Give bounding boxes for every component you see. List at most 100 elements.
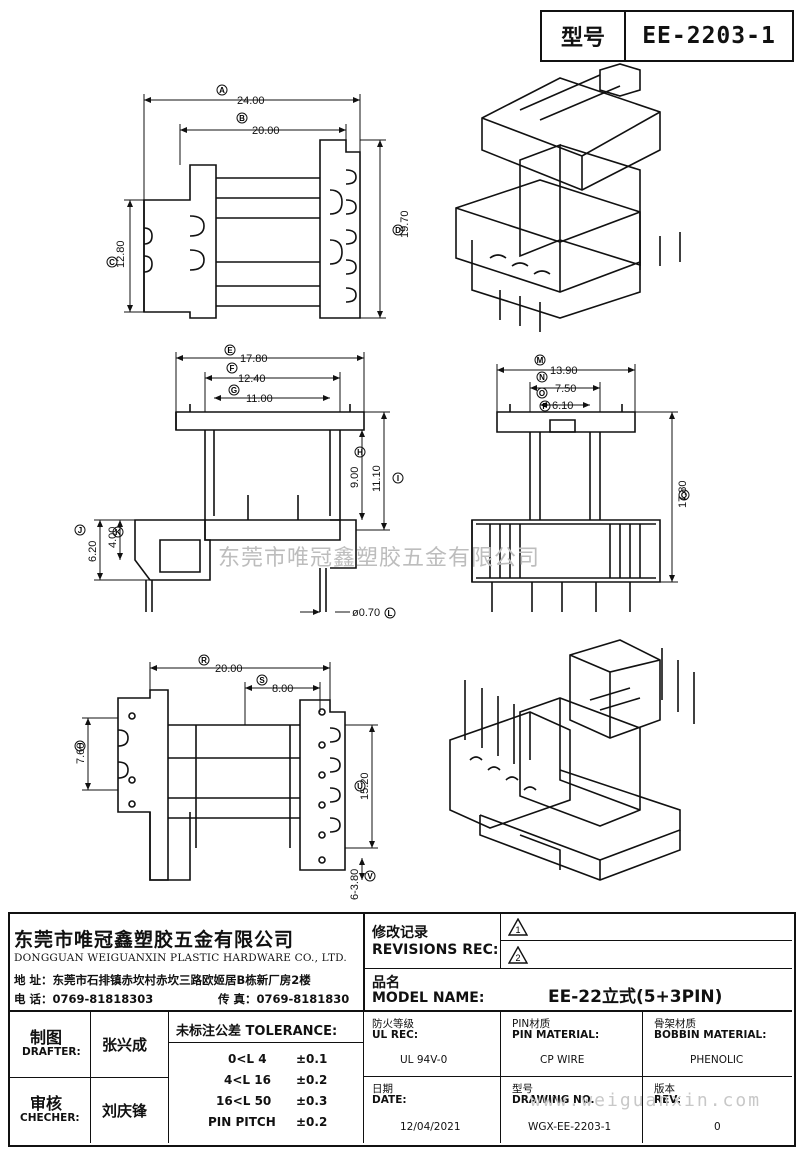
checker-label-cn: 审核 — [30, 1094, 63, 1113]
model-number-box: 型号 EE-2203-1 — [540, 10, 794, 62]
divider — [8, 1077, 168, 1078]
label-m: M — [534, 354, 546, 366]
rev-label-cn: 版本 — [654, 1083, 675, 1095]
bobbin-value: PHENOLIC — [690, 1054, 744, 1066]
dim-20-00-bottom: 20.00 — [215, 663, 243, 675]
label-b: B — [236, 112, 248, 124]
checker-label-en: CHECHER: — [20, 1112, 80, 1124]
label-r: R — [198, 654, 210, 666]
svg-text:G: G — [231, 386, 237, 395]
label-n: N — [536, 371, 548, 383]
company-fax: 传 真：0769-8181830 — [218, 992, 350, 1006]
ul-value: UL 94V-0 — [400, 1054, 448, 1066]
side-view — [471, 364, 678, 612]
label-u: U — [354, 780, 366, 792]
divider — [168, 1042, 363, 1043]
tolerance-range-2: 16<L 50 — [216, 1094, 272, 1108]
company-name-en: DONGGUAN WEIGUANXIN PLASTIC HARDWARE CO.… — [14, 952, 347, 964]
model-name-value: EE-22立式(5+3PIN) — [548, 987, 723, 1007]
label-i: I — [392, 472, 404, 484]
ul-label-cn: 防火等级 — [372, 1018, 414, 1030]
svg-text:A: A — [219, 86, 225, 95]
divider — [500, 1012, 501, 1143]
rev-value: 0 — [714, 1121, 721, 1133]
dim-12-80: 12.80 — [115, 240, 127, 268]
label-q: Q — [678, 489, 690, 501]
dim-pin-dia: ø0.70 — [352, 607, 380, 619]
svg-text:E: E — [227, 346, 233, 355]
revisions-label-cn: 修改记录 — [372, 925, 428, 941]
label-g: G — [228, 384, 240, 396]
svg-text:T: T — [78, 742, 83, 751]
svg-text:D: D — [395, 226, 401, 235]
drawing-label-cn: 型号 — [512, 1083, 533, 1095]
watermark-url: www.weiguanxin.com — [530, 1090, 762, 1111]
company-name-cn: 东莞市唯冠鑫塑胶五金有限公司 — [14, 929, 295, 951]
drawing-value: WGX-EE-2203-1 — [528, 1121, 612, 1133]
revision-1-icon: 1 — [508, 918, 528, 936]
svg-text:V: V — [367, 872, 373, 881]
drawing-label-en: DRAWING NO. — [512, 1094, 595, 1106]
svg-text:2: 2 — [515, 953, 520, 963]
divider — [363, 968, 792, 969]
divider — [363, 1012, 364, 1143]
label-p: P — [539, 400, 551, 412]
tolerance-value-3: ±0.2 — [296, 1115, 328, 1129]
top-view — [124, 94, 386, 319]
divider — [500, 940, 792, 941]
dim-9-00: 9.00 — [349, 467, 361, 488]
date-label-cn: 日期 — [372, 1083, 393, 1095]
tolerance-value-1: ±0.2 — [296, 1073, 328, 1087]
bobbin-label-cn: 骨架材质 — [654, 1018, 696, 1030]
svg-text:S: S — [259, 676, 265, 685]
dim-6-10: 6.10 — [552, 400, 573, 412]
dim-label-markers: A B C D E F G H I J K L M N O P Q R S T … — [74, 84, 690, 882]
front-view — [94, 352, 390, 615]
label-l: L — [384, 607, 396, 619]
ul-label-en: UL REC: — [372, 1029, 419, 1041]
label-k: K — [112, 526, 124, 538]
label-c: C — [106, 256, 118, 268]
drafter-name: 张兴成 — [102, 1036, 148, 1054]
dim-11-10: 11.10 — [371, 465, 383, 492]
company-address: 地 址：东莞市石排镇赤坎村赤坎三路欧姬居B栋新厂房2楼 — [14, 973, 311, 987]
dim-7-60: 7.60 — [75, 743, 87, 764]
svg-text:J: J — [78, 526, 82, 535]
svg-text:I: I — [397, 474, 399, 483]
svg-text:F: F — [230, 364, 235, 373]
model-label: 型号 — [542, 12, 626, 60]
svg-text:O: O — [539, 389, 545, 398]
bottom-view — [82, 662, 378, 881]
watermark-company: 东莞市唯冠鑫塑胶五金有限公司 — [218, 546, 541, 571]
date-value: 12/04/2021 — [400, 1121, 461, 1133]
iso-view-top — [455, 63, 681, 332]
svg-text:H: H — [357, 448, 363, 457]
model-name-label-cn: 品名 — [372, 975, 400, 991]
divider — [90, 1012, 91, 1143]
iso-view-bottom — [449, 639, 695, 881]
label-v: V — [364, 870, 376, 882]
label-d: D — [392, 224, 404, 236]
tolerance-title: 未标注公差 TOLERANCE: — [176, 1024, 338, 1039]
dim-17-80-side: 17.80 — [677, 480, 689, 508]
revision-2-icon: 2 — [508, 946, 528, 964]
pin-label-en: PIN MATERIAL: — [512, 1029, 600, 1041]
label-o: O — [536, 387, 548, 399]
svg-text:P: P — [542, 402, 548, 411]
dim-8-00: 8.00 — [272, 683, 293, 695]
dim-19-70: 19.70 — [399, 210, 411, 238]
dim-20-00: 20.00 — [252, 125, 280, 137]
drafter-label-cn: 制图 — [30, 1028, 63, 1047]
svg-text:C: C — [109, 258, 115, 267]
pin-value: CP WIRE — [540, 1054, 585, 1066]
svg-text:N: N — [539, 373, 545, 382]
dim-pitch: 6-3.80 — [349, 869, 361, 900]
rev-label-en: REV: — [654, 1094, 682, 1106]
svg-text:1: 1 — [515, 925, 520, 935]
dim-11-00: 11.00 — [246, 393, 273, 405]
tolerance-value-0: ±0.1 — [296, 1052, 328, 1066]
dim-17-80: 17.80 — [240, 353, 268, 365]
model-value: EE-2203-1 — [642, 23, 776, 49]
tolerance-value-2: ±0.3 — [296, 1094, 328, 1108]
